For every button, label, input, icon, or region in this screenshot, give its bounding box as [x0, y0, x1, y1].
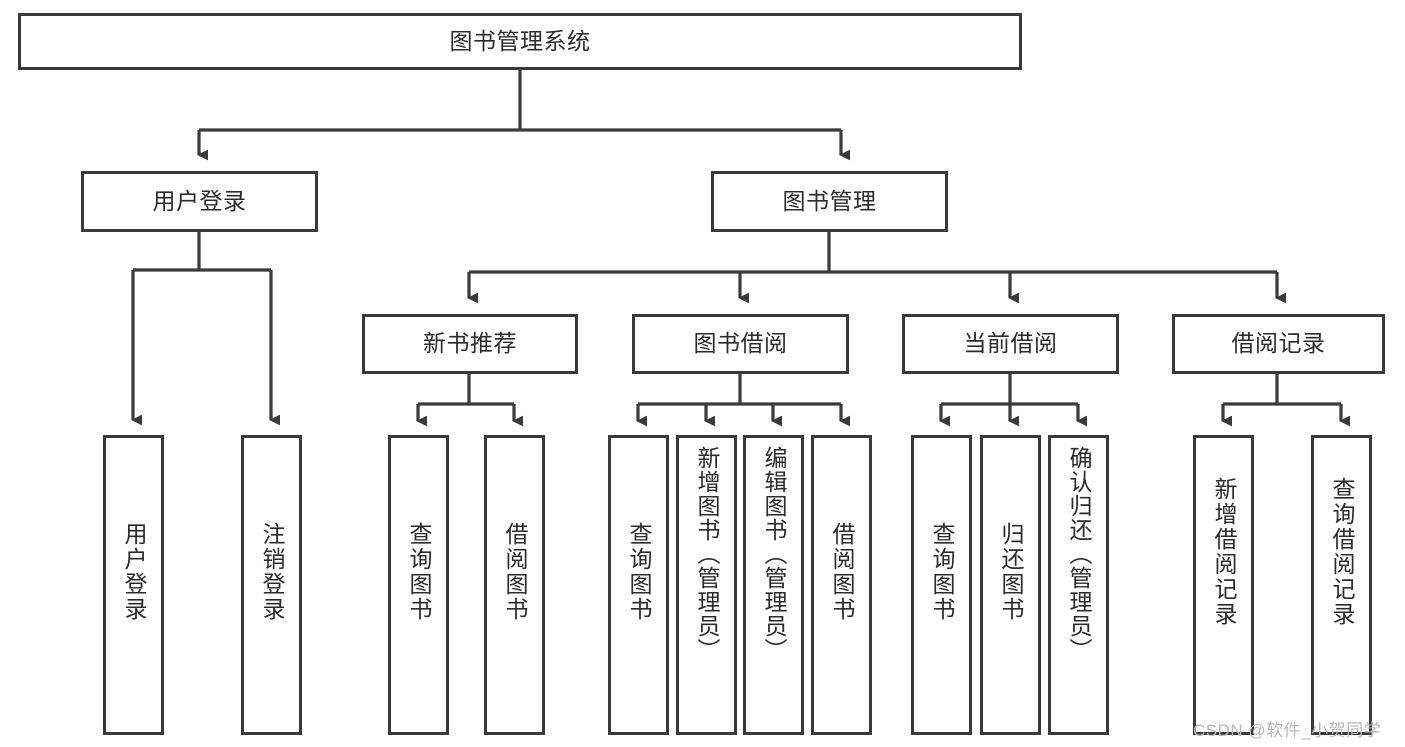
- node-book-management[interactable]: 图书管理: [711, 171, 948, 232]
- node-book-borrow[interactable]: 图书借阅: [632, 314, 849, 374]
- node-leaf-return-book[interactable]: 归还图书: [980, 435, 1041, 735]
- node-label: 查询图书: [929, 522, 955, 622]
- node-leaf-confirm-return[interactable]: 确认归还（管理员）: [1048, 435, 1109, 735]
- node-label: 图书管理: [782, 187, 877, 214]
- node-user-login[interactable]: 用户登录: [81, 171, 318, 232]
- node-label: 借阅记录: [1231, 330, 1326, 357]
- node-leaf-logout-login[interactable]: 注销登录: [241, 435, 302, 735]
- node-leaf-query-book-current[interactable]: 查询图书: [911, 435, 972, 735]
- node-label: 新增图书（管理员）: [694, 446, 720, 662]
- node-new-book-recommend[interactable]: 新书推荐: [362, 314, 578, 374]
- node-label: 当前借阅: [963, 330, 1058, 357]
- node-leaf-query-book-recommend[interactable]: 查询图书: [388, 435, 449, 735]
- node-leaf-edit-book[interactable]: 编辑图书（管理员）: [743, 435, 804, 735]
- node-leaf-query-borrow-record[interactable]: 查询借阅记录: [1311, 435, 1372, 735]
- csdn-watermark: CSDN @软件_小贺同学: [1193, 721, 1382, 740]
- node-leaf-borrow-book[interactable]: 借阅图书: [811, 435, 872, 735]
- node-label: 查询借阅记录: [1329, 477, 1355, 627]
- node-label: 用户登录: [121, 522, 147, 622]
- node-label: 编辑图书（管理员）: [761, 446, 787, 662]
- node-leaf-user-login[interactable]: 用户登录: [103, 435, 164, 735]
- node-label: 图书管理系统: [449, 27, 591, 54]
- node-leaf-borrow-book-recommend[interactable]: 借阅图书: [484, 435, 545, 735]
- node-label: 用户登录: [152, 187, 247, 214]
- node-label: 查询图书: [406, 522, 432, 622]
- node-borrow-record[interactable]: 借阅记录: [1172, 314, 1385, 374]
- node-current-borrow[interactable]: 当前借阅: [902, 314, 1119, 374]
- node-label: 图书借阅: [693, 330, 788, 357]
- node-label: 确认归还（管理员）: [1066, 446, 1092, 662]
- node-leaf-query-book-borrow[interactable]: 查询图书: [608, 435, 669, 735]
- node-label: 归还图书: [998, 522, 1024, 622]
- node-leaf-add-book[interactable]: 新增图书（管理员）: [676, 435, 737, 735]
- node-book-management-system[interactable]: 图书管理系统: [18, 13, 1022, 70]
- node-leaf-add-borrow-record[interactable]: 新增借阅记录: [1193, 435, 1254, 735]
- node-label: 新增借阅记录: [1211, 477, 1237, 627]
- node-label: 新书推荐: [423, 330, 517, 357]
- node-label: 注销登录: [259, 522, 285, 622]
- node-label: 借阅图书: [829, 522, 855, 622]
- node-label: 查询图书: [626, 522, 652, 622]
- node-label: 借阅图书: [502, 522, 528, 622]
